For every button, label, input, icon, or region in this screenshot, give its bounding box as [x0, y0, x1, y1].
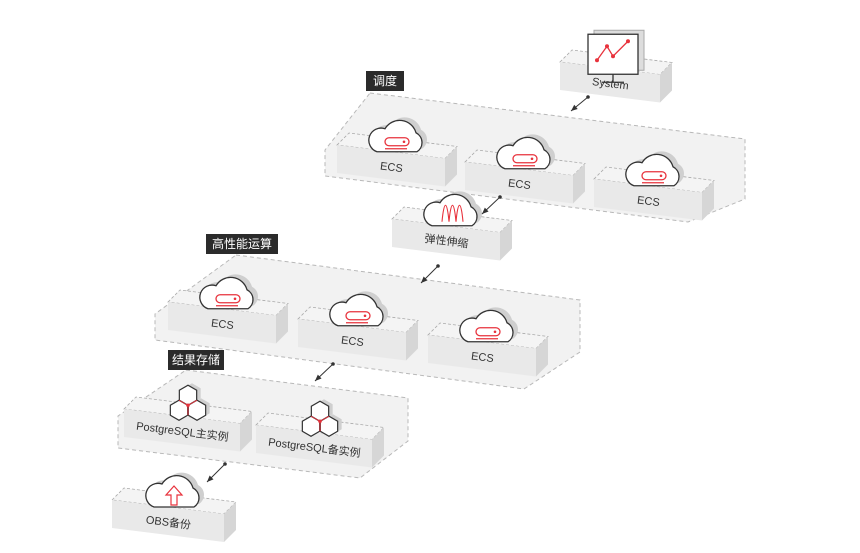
cloud-server-icon — [459, 307, 518, 343]
node-label: ECS — [470, 350, 494, 365]
node-label: ECS — [507, 177, 531, 192]
group-label: 高性能运算 — [212, 236, 272, 251]
node-pg_main[interactable]: PostgreSQL主实例 — [123, 383, 253, 452]
node-pg_standby[interactable]: PostgreSQL备实例 — [255, 399, 385, 468]
node-system[interactable]: System — [559, 29, 673, 103]
node-ecs1[interactable]: ECS — [336, 117, 458, 187]
node-label: ECS — [636, 194, 660, 209]
connector-arrow — [314, 362, 335, 382]
cloud-server-icon — [368, 117, 427, 153]
monitor-chart-icon — [587, 29, 645, 83]
node-ecs3[interactable]: ECS — [593, 151, 715, 221]
database-cluster-icon — [301, 399, 342, 437]
node-ecs2[interactable]: ECS — [464, 134, 586, 204]
group-label: 结果存储 — [172, 352, 220, 367]
connector-arrow — [420, 264, 440, 284]
connector-arrow — [206, 462, 227, 483]
group-label: 调度 — [373, 73, 397, 88]
cloud-server-icon — [199, 274, 258, 310]
connector-arrow — [570, 95, 590, 112]
cloud-server-icon — [329, 291, 388, 327]
connector-arrow — [481, 195, 502, 215]
node-label: ECS — [379, 160, 403, 175]
database-cluster-icon — [169, 383, 210, 421]
group-tag — [206, 234, 278, 254]
node-hecs2[interactable]: ECS — [297, 291, 419, 361]
cloud-upload-icon — [145, 472, 204, 508]
node-label: ECS — [340, 334, 364, 349]
cloud-server-icon — [496, 134, 555, 170]
node-hecs1[interactable]: ECS — [167, 274, 289, 344]
node-as[interactable]: 弹性伸缩 — [391, 191, 513, 261]
group-tag — [168, 350, 224, 370]
cloud-autoscaling-icon — [423, 191, 482, 227]
node-hecs3[interactable]: ECS — [427, 307, 549, 377]
node-obs[interactable]: OBS备份 — [111, 472, 237, 542]
node-label: System — [591, 76, 629, 92]
node-label: ECS — [210, 317, 234, 332]
cloud-server-icon — [625, 151, 684, 187]
group-tag — [366, 71, 404, 91]
